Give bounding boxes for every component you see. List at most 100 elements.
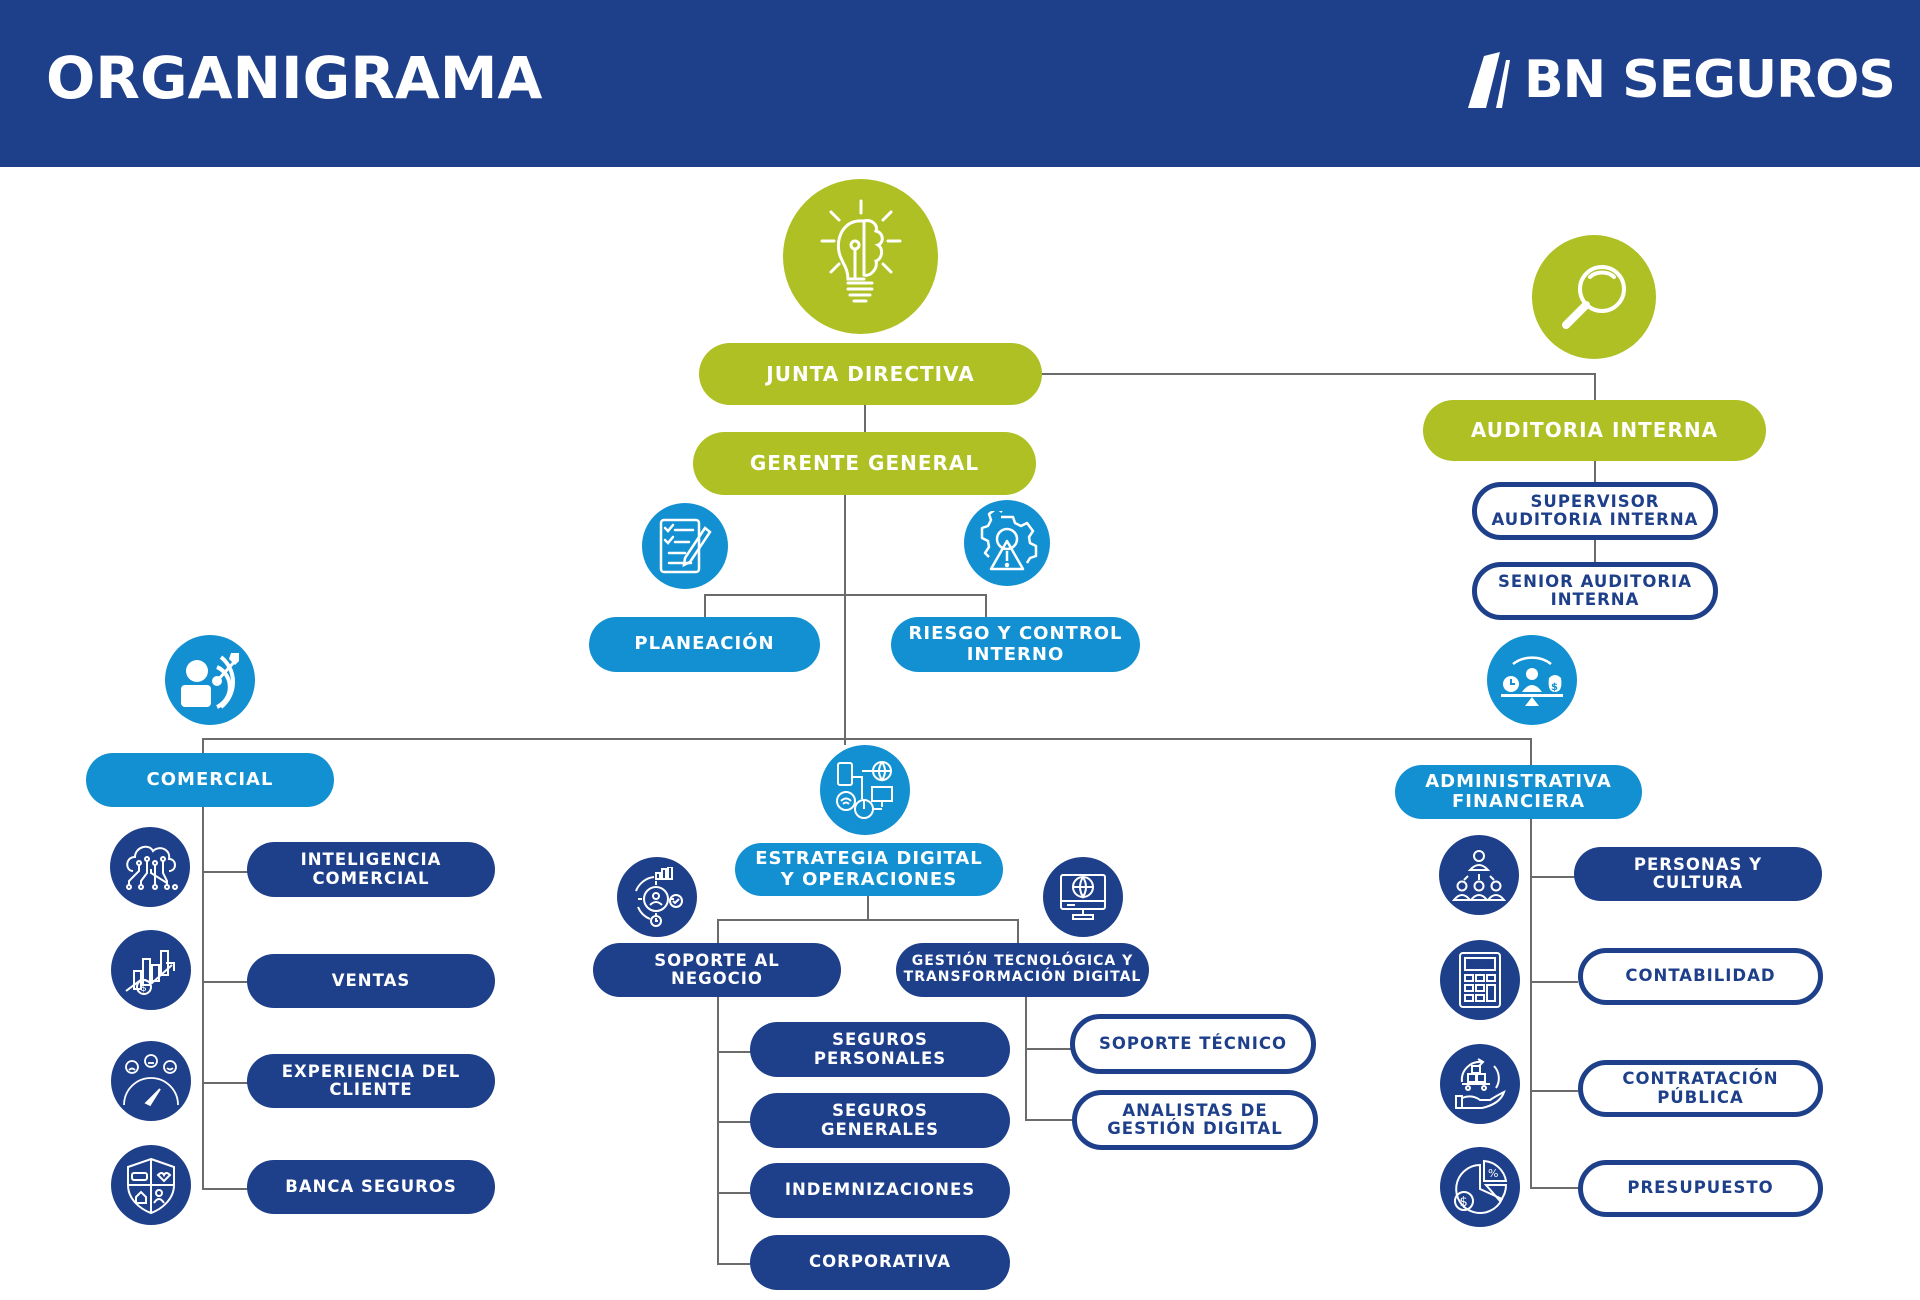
node-label: SUPERVISOR AUDITORIA INTERNA xyxy=(1491,491,1699,529)
node-corporativa[interactable]: CORPORATIVA xyxy=(750,1235,1010,1290)
connector-seguros-personales xyxy=(717,1051,751,1053)
connector-soporte-v xyxy=(717,919,719,944)
svg-text:%: % xyxy=(1488,1167,1498,1180)
connector-gestion-v xyxy=(1017,919,1019,944)
node-seguros-generales[interactable]: SEGUROS GENERALES xyxy=(750,1093,1010,1148)
node-inteligencia-comercial[interactable]: INTELIGENCIA COMERCIAL xyxy=(247,842,495,897)
header-bar: ORGANIGRAMA BN SEGUROS xyxy=(0,0,1920,167)
node-label: SOPORTE TÉCNICO xyxy=(1099,1033,1287,1053)
node-auditoria-interna[interactable]: AUDITORIA INTERNA xyxy=(1423,400,1766,461)
magnifier-icon xyxy=(1532,235,1656,359)
node-contratacion-publica[interactable]: CONTRATACIÓN PÚBLICA xyxy=(1578,1060,1823,1117)
connector-contabilidad xyxy=(1530,981,1578,983)
pie-dollar-icon: % $ xyxy=(1440,1147,1520,1227)
checklist-pencil-icon xyxy=(642,503,728,589)
connector-junta-gerente xyxy=(864,405,866,433)
insurance-shield-icon xyxy=(111,1145,191,1225)
node-presupuesto[interactable]: PRESUPUESTO xyxy=(1578,1160,1823,1217)
node-label: ANALISTAS DE GESTIÓN DIGITAL xyxy=(1107,1100,1283,1138)
node-label: CONTRATACIÓN PÚBLICA xyxy=(1622,1069,1779,1107)
connector-administrativa-children-v xyxy=(1530,819,1532,1188)
connector-inteligencia xyxy=(202,871,248,873)
connector-presupuesto xyxy=(1530,1187,1578,1189)
svg-text:$: $ xyxy=(1460,1195,1468,1210)
gear-cycle-icon xyxy=(617,857,697,937)
node-label: ESTRATEGIA DIGITAL Y OPERACIONES xyxy=(755,848,983,890)
node-label: JUNTA DIRECTIVA xyxy=(766,361,975,386)
node-label: SEGUROS PERSONALES xyxy=(813,1030,947,1068)
connector-supervisor-senior xyxy=(1594,540,1596,563)
connector-staff-h xyxy=(704,594,987,596)
node-banca-seguros[interactable]: BANCA SEGUROS xyxy=(247,1160,495,1214)
connector-soporte-children-v xyxy=(717,997,719,1264)
connector-auditoria-supervisor xyxy=(1594,461,1596,483)
node-comercial[interactable]: COMERCIAL xyxy=(86,753,334,807)
connector-estrategia-h xyxy=(717,919,1019,921)
node-label: RIESGO Y CONTROL INTERNO xyxy=(908,623,1123,665)
brand-logo: BN SEGUROS xyxy=(1466,50,1896,110)
node-junta-directiva[interactable]: JUNTA DIRECTIVA xyxy=(699,343,1042,405)
node-administrativa-financiera[interactable]: ADMINISTRATIVA FINANCIERA xyxy=(1395,765,1642,819)
connector-riesgo-v xyxy=(985,594,987,618)
node-label: COMERCIAL xyxy=(146,768,274,790)
connector-corporativa xyxy=(717,1263,751,1265)
gear-warning-icon xyxy=(964,500,1050,586)
node-analistas-gestion-digital[interactable]: ANALISTAS DE GESTIÓN DIGITAL xyxy=(1072,1090,1318,1150)
node-label: CORPORATIVA xyxy=(809,1252,951,1272)
node-label: PLANEACIÓN xyxy=(634,633,775,655)
connector-planeacion-v xyxy=(704,594,706,618)
node-gestion-tecnologica[interactable]: GESTIÓN TECNOLÓGICA Y TRANSFORMACIÓN DIG… xyxy=(896,943,1149,997)
node-indemnizaciones[interactable]: INDEMNIZACIONES xyxy=(750,1163,1010,1218)
balance-scale-icon: $ xyxy=(1487,635,1577,725)
connector-banca xyxy=(202,1188,248,1190)
node-estrategia-digital[interactable]: ESTRATEGIA DIGITAL Y OPERACIONES xyxy=(735,843,1003,896)
connector-junta-auditoria-h xyxy=(1042,373,1596,375)
connector-personas xyxy=(1530,876,1575,878)
node-label: AUDITORIA INTERNA xyxy=(1470,418,1719,443)
monitor-globe-icon xyxy=(1043,857,1123,937)
connector-indemnizaciones xyxy=(717,1192,751,1194)
connector-comercial-v xyxy=(202,738,204,754)
logo-text: BN SEGUROS xyxy=(1524,50,1896,110)
node-label: SENIOR AUDITORIA INTERNA xyxy=(1498,571,1692,609)
page-title: ORGANIGRAMA xyxy=(46,44,543,112)
node-label: SEGUROS GENERALES xyxy=(820,1101,940,1139)
node-label: INDEMNIZACIONES xyxy=(784,1180,976,1200)
satisfaction-gauge-icon xyxy=(111,1041,191,1121)
connector-experiencia xyxy=(202,1082,248,1084)
connector-seguros-generales xyxy=(717,1121,751,1123)
node-label: GERENTE GENERAL xyxy=(749,451,980,476)
connector-contratacion xyxy=(1530,1090,1578,1092)
node-planeacion[interactable]: PLANEACIÓN xyxy=(589,617,820,672)
node-ventas[interactable]: VENTAS xyxy=(247,954,495,1008)
node-senior-auditoria[interactable]: SENIOR AUDITORIA INTERNA xyxy=(1472,562,1718,620)
connector-ventas xyxy=(202,981,248,983)
hand-cart-icon xyxy=(1440,1044,1520,1124)
node-supervisor-auditoria[interactable]: SUPERVISOR AUDITORIA INTERNA xyxy=(1472,482,1718,540)
node-soporte-negocio[interactable]: SOPORTE AL NEGOCIO xyxy=(593,943,841,997)
node-riesgo-control[interactable]: RIESGO Y CONTROL INTERNO xyxy=(891,617,1140,672)
node-label: BANCA SEGUROS xyxy=(285,1176,457,1196)
node-experiencia-cliente[interactable]: EXPERIENCIA DEL CLIENTE xyxy=(247,1054,495,1108)
node-soporte-tecnico[interactable]: SOPORTE TÉCNICO xyxy=(1070,1014,1316,1074)
node-seguros-personales[interactable]: SEGUROS PERSONALES xyxy=(750,1022,1010,1077)
connector-main-h xyxy=(202,738,1532,740)
connector-analistas xyxy=(1025,1119,1073,1121)
calculator-icon xyxy=(1440,940,1520,1020)
connector-soporte-tecnico xyxy=(1025,1048,1071,1050)
node-label: ADMINISTRATIVA FINANCIERA xyxy=(1425,770,1612,812)
svg-text:$: $ xyxy=(1551,682,1558,693)
connector-administrativa-v xyxy=(1530,738,1532,766)
logo-mark-icon xyxy=(1468,52,1510,108)
connector-estrategia-down xyxy=(867,896,869,920)
node-contabilidad[interactable]: CONTABILIDAD xyxy=(1578,948,1823,1005)
connector-junta-auditoria-v xyxy=(1594,373,1596,401)
node-gerente-general[interactable]: GERENTE GENERAL xyxy=(693,432,1036,495)
node-label: VENTAS xyxy=(331,970,411,990)
connector-gestion-children-v xyxy=(1025,997,1027,1121)
node-personas-cultura[interactable]: PERSONAS Y CULTURA xyxy=(1574,847,1822,901)
connector-comercial-children-v xyxy=(202,807,204,1190)
node-label: EXPERIENCIA DEL CLIENTE xyxy=(281,1061,461,1099)
node-label: INTELIGENCIA COMERCIAL xyxy=(300,850,442,888)
lightbulb-brain-icon xyxy=(783,179,938,334)
